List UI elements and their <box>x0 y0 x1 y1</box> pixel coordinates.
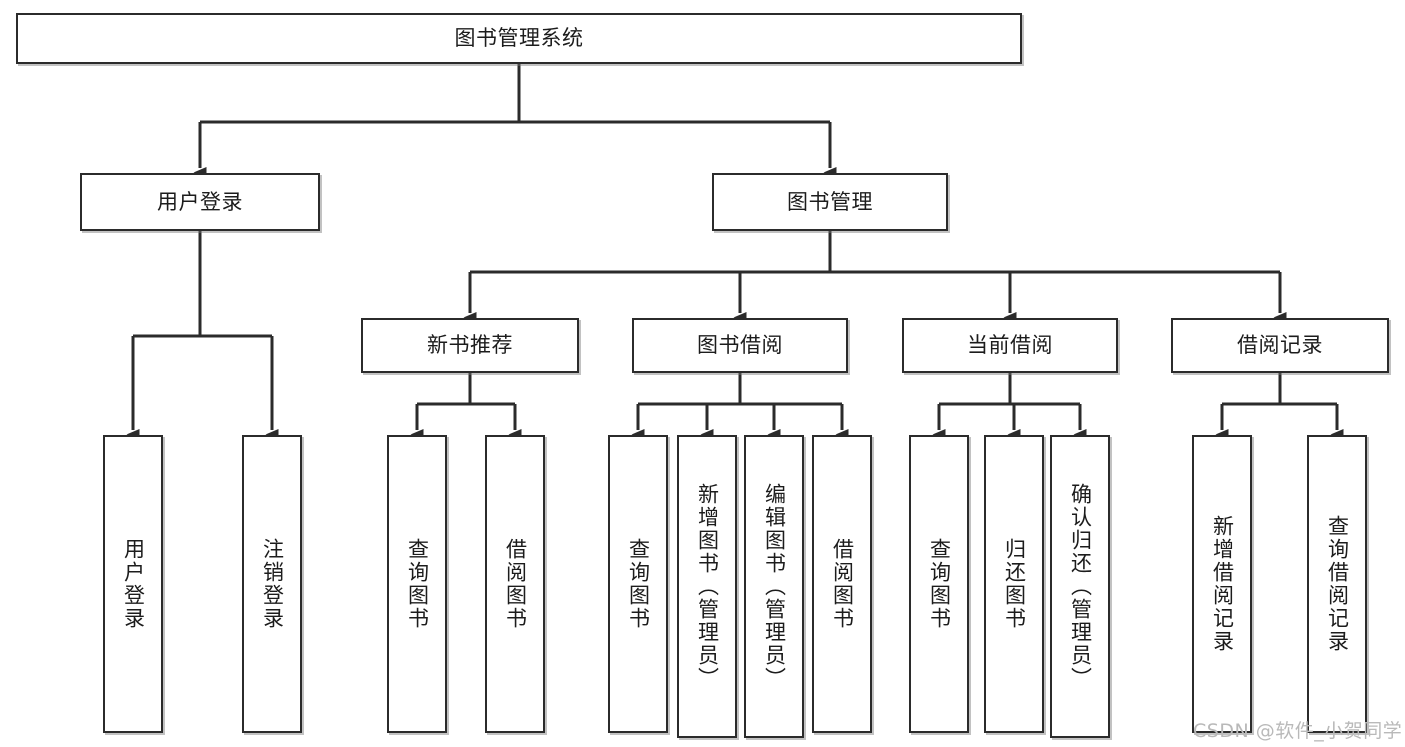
node-new-book-recommend[interactable]: 新书推荐 <box>361 318 579 373</box>
node-leaf-edit-book-label: 编辑图书（管理员） <box>762 483 787 690</box>
node-leaf-query-record[interactable]: 查询借阅记录 <box>1307 435 1367 733</box>
node-root[interactable]: 图书管理系统 <box>16 13 1022 64</box>
node-leaf-borrow-book-rec[interactable]: 借阅图书 <box>485 435 545 733</box>
node-user-login[interactable]: 用户登录 <box>80 173 320 231</box>
node-leaf-user-login-label: 用户登录 <box>121 538 146 630</box>
node-root-label: 图书管理系统 <box>454 26 584 51</box>
node-leaf-confirm-return[interactable]: 确认归还（管理员） <box>1050 435 1110 738</box>
node-new-book-recommend-label: 新书推荐 <box>427 333 513 358</box>
node-leaf-edit-book[interactable]: 编辑图书（管理员） <box>744 435 804 738</box>
node-leaf-confirm-return-label: 确认归还（管理员） <box>1068 483 1093 690</box>
node-leaf-add-book-label: 新增图书（管理员） <box>695 483 720 690</box>
node-current-borrow-label: 当前借阅 <box>967 333 1053 358</box>
node-leaf-return-book[interactable]: 归还图书 <box>984 435 1044 733</box>
node-leaf-query-book-rec-label: 查询图书 <box>405 538 430 630</box>
node-leaf-query-book-current[interactable]: 查询图书 <box>909 435 969 733</box>
node-borrow-record-label: 借阅记录 <box>1237 333 1323 358</box>
node-leaf-borrow-book-rec-label: 借阅图书 <box>503 538 528 630</box>
node-leaf-return-book-label: 归还图书 <box>1002 538 1027 630</box>
node-book-manage[interactable]: 图书管理 <box>712 173 948 231</box>
node-leaf-add-record-label: 新增借阅记录 <box>1210 515 1235 653</box>
node-book-manage-label: 图书管理 <box>787 189 873 214</box>
node-leaf-borrow-book[interactable]: 借阅图书 <box>812 435 872 733</box>
node-leaf-user-login[interactable]: 用户登录 <box>103 435 163 733</box>
node-leaf-add-book[interactable]: 新增图书（管理员） <box>677 435 737 738</box>
node-book-borrow-label: 图书借阅 <box>697 333 783 358</box>
node-leaf-query-book-borrow[interactable]: 查询图书 <box>608 435 668 733</box>
node-book-borrow[interactable]: 图书借阅 <box>632 318 848 373</box>
node-leaf-borrow-book-label: 借阅图书 <box>830 538 855 630</box>
node-leaf-add-record[interactable]: 新增借阅记录 <box>1192 435 1252 733</box>
node-leaf-query-book-rec[interactable]: 查询图书 <box>387 435 447 733</box>
node-user-login-label: 用户登录 <box>157 189 243 214</box>
node-leaf-user-logout[interactable]: 注销登录 <box>242 435 302 733</box>
node-leaf-query-book-borrow-label: 查询图书 <box>626 538 651 630</box>
node-borrow-record[interactable]: 借阅记录 <box>1171 318 1389 373</box>
node-leaf-query-book-current-label: 查询图书 <box>927 538 952 630</box>
node-leaf-query-record-label: 查询借阅记录 <box>1325 515 1350 653</box>
node-leaf-user-logout-label: 注销登录 <box>260 538 285 630</box>
watermark-text: CSDN @软件_小贺同学 <box>1193 720 1403 742</box>
node-current-borrow[interactable]: 当前借阅 <box>902 318 1118 373</box>
